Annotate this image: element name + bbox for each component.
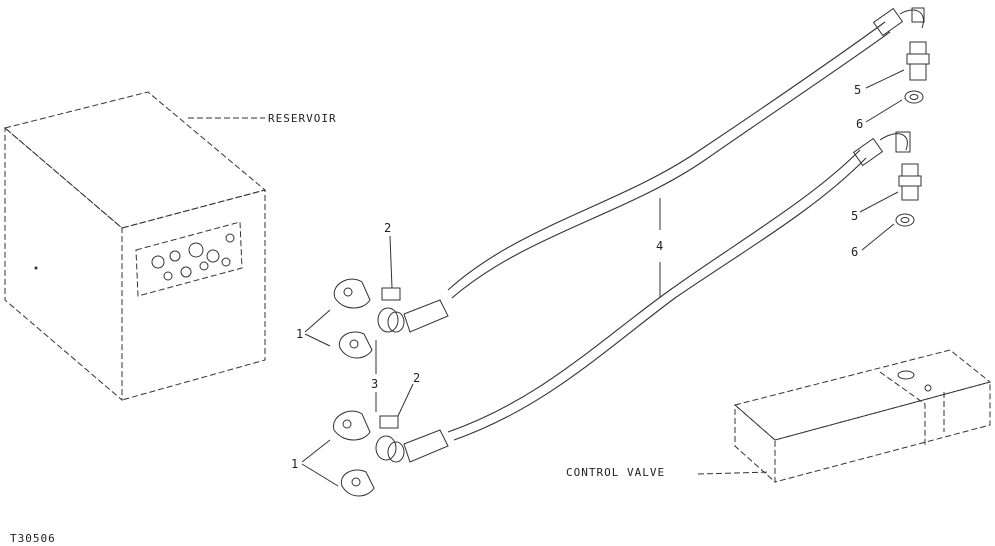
callout-one-lower: 1 — [291, 457, 298, 471]
control-valve-box — [697, 349, 992, 484]
upper-fitting-and-seal — [865, 41, 930, 123]
upper-hose — [447, 7, 925, 299]
callout-six-upper: 6 — [856, 117, 863, 131]
figure-id: T30506 — [10, 532, 56, 545]
lower-flange-assembly — [333, 410, 449, 497]
upper-flange-assembly — [333, 278, 449, 359]
reservoir-box — [3, 91, 267, 402]
control-valve-label: CONTROL VALVE — [566, 466, 665, 479]
reservoir-label: RESERVOIR — [268, 112, 337, 125]
callout-two-upper: 2 — [384, 221, 391, 235]
callout-six-lower: 6 — [851, 245, 858, 259]
callout-five-lower: 5 — [851, 209, 858, 223]
callout-two-lower: 2 — [413, 371, 420, 385]
reservoir-ports — [151, 233, 235, 281]
callout-five-upper: 5 — [854, 83, 861, 97]
lower-hose — [447, 131, 911, 441]
callout-four: 4 — [656, 239, 663, 253]
callout-three: 3 — [371, 377, 378, 391]
callout-one-upper: 1 — [296, 327, 303, 341]
callout-leaders-left — [301, 235, 414, 487]
lower-fitting-and-seal — [859, 163, 922, 251]
